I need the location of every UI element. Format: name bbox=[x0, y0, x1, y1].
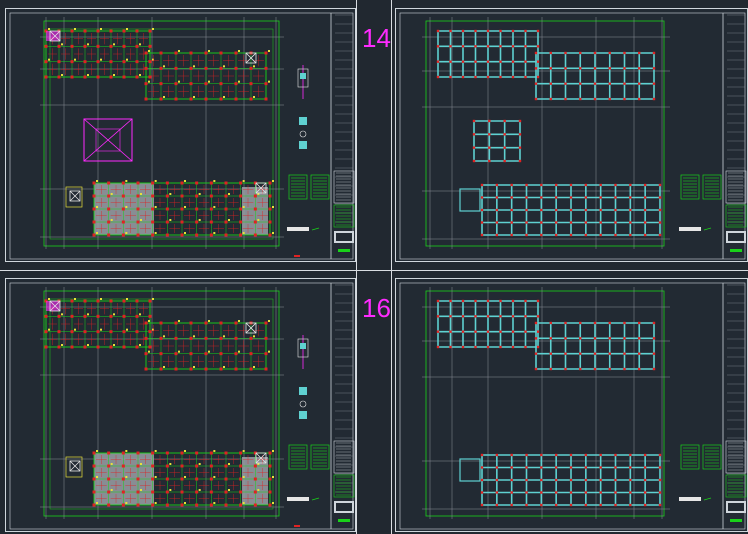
column-plan-drawing bbox=[9, 12, 355, 260]
drawing-sheet-bottom-left[interactable] bbox=[5, 278, 356, 532]
drawing-sheet-top-left[interactable] bbox=[5, 8, 356, 262]
beam-plan-drawing bbox=[399, 12, 747, 260]
horizontal-separator bbox=[0, 270, 748, 271]
beam-plan-drawing bbox=[399, 282, 747, 530]
vertical-separator bbox=[391, 0, 392, 534]
drawing-sheet-top-right[interactable] bbox=[395, 8, 748, 262]
sheet-number-bottom: 16 bbox=[362, 293, 391, 323]
drawing-sheet-bottom-right[interactable] bbox=[395, 278, 748, 532]
vertical-separator bbox=[356, 0, 357, 534]
sheet-number-top: 14 bbox=[362, 23, 391, 53]
column-plan-drawing bbox=[9, 282, 355, 530]
